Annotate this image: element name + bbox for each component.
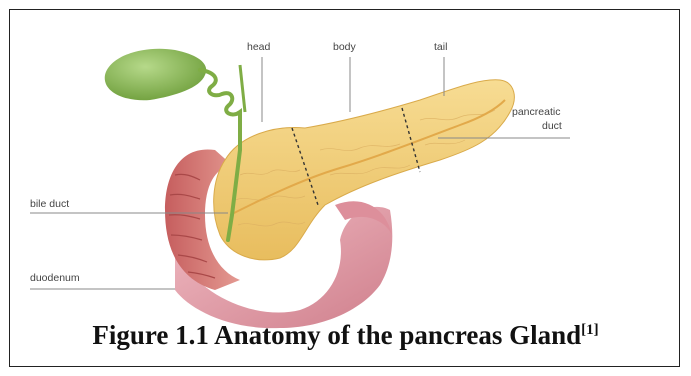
body-label: body [333, 41, 356, 53]
figure-caption: Figure 1.1 Anatomy of the pancreas Gland… [0, 320, 691, 351]
pancreatic-duct-label-line2: duct [542, 120, 562, 132]
pancreatic-duct-label-line1: pancreatic [512, 106, 560, 118]
duodenum-label: duodenum [30, 272, 80, 284]
bile-duct-label: bile duct [30, 198, 69, 210]
tail-label: tail [434, 41, 447, 53]
gallbladder-shape [105, 49, 207, 101]
caption-citation: [1] [581, 322, 599, 338]
caption-text: Figure 1.1 Anatomy of the pancreas Gland [92, 320, 581, 350]
common-hepatic-duct [240, 65, 245, 112]
head-label: head [247, 41, 270, 53]
